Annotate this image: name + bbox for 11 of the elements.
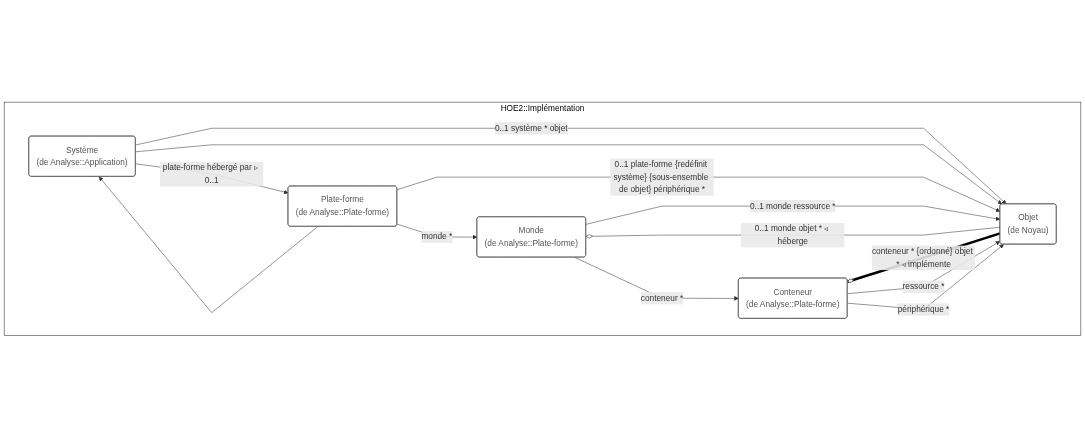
edge-label: 0..1 monde ressource * [749,201,836,210]
edge-label: plate-forme hébergé par ▹ 0..1 [162,162,259,184]
edge-label: conteneur * [640,293,684,302]
edge-label: 0..1 plate-forme {redéfinit système} {sous-ensemble de objet} périphérique * [613,159,709,194]
edge-label: périphérique * [897,304,950,314]
edge-label: ressource * [902,281,945,291]
edge-label: 0..1 système * objet [494,123,568,132]
edge-label: 0..1 monde objet * ◃ héberge [754,223,829,245]
connector [847,231,1001,283]
edge-label: monde * [421,231,453,241]
edge-label: conteneur * {ordonné} objet * ◃ implémente [871,246,973,268]
